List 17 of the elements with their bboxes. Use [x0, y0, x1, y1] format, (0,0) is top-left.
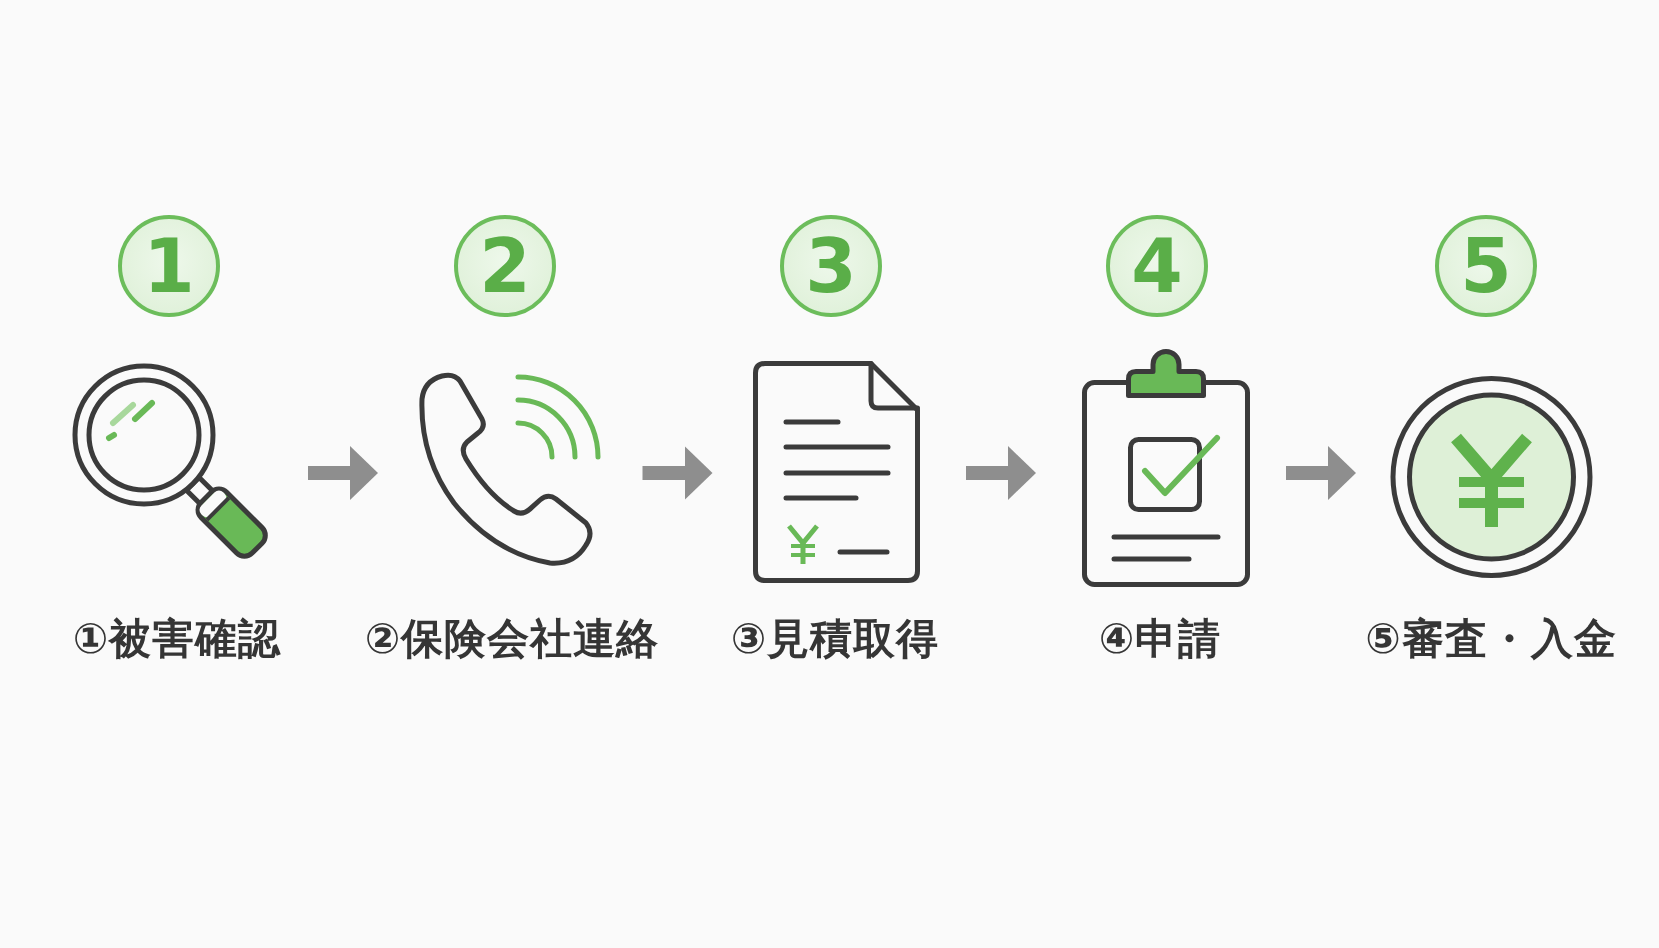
- step-number-badge: 2: [454, 215, 556, 317]
- step-number-badge: 5: [1435, 215, 1537, 317]
- yen-coin-icon: [1390, 375, 1593, 579]
- step-number-badge: 4: [1106, 215, 1208, 317]
- step-number-badge: 3: [780, 215, 882, 317]
- step-label: ③見積取得: [730, 614, 940, 664]
- document-icon: [753, 361, 920, 583]
- step-label: ⑤審査・入金: [1365, 614, 1617, 664]
- step-label: ①被害確認: [72, 614, 282, 664]
- step-number-badge: 1: [118, 215, 220, 317]
- arrow: [308, 446, 378, 500]
- step-label: ④申請: [1098, 614, 1222, 664]
- clipboard-check-icon: [1082, 347, 1252, 589]
- step-label: ②保険会社連絡: [364, 614, 660, 664]
- arrow: [642, 446, 713, 500]
- arrow: [966, 446, 1036, 500]
- arrow: [1286, 446, 1356, 500]
